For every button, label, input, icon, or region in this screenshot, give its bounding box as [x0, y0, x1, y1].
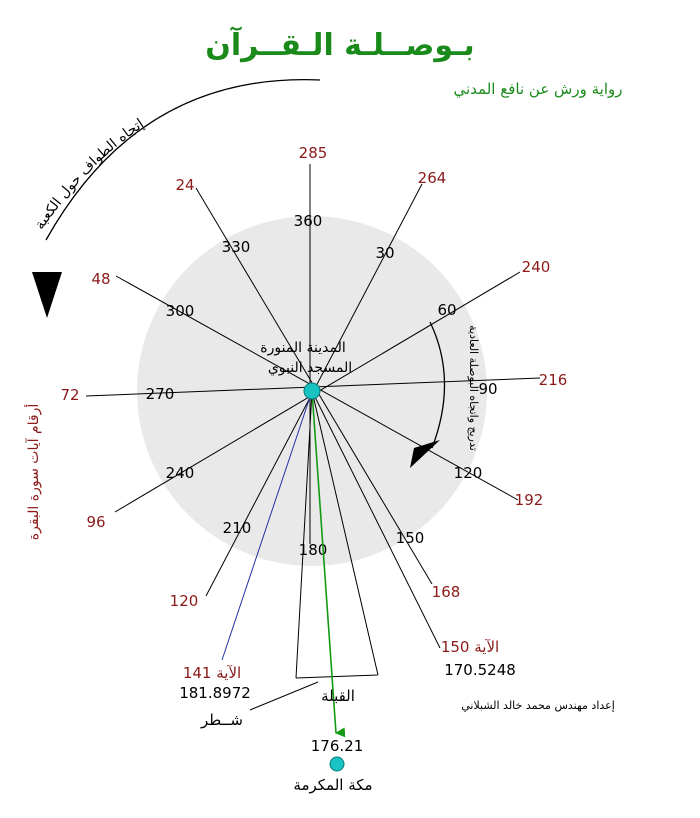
- shatr-pointer: [249, 681, 319, 711]
- bearing-label: 330: [222, 238, 251, 256]
- shatr-label: شــطر: [200, 711, 243, 729]
- verse-numbers-caption: أرقام آيات سورة البقرة: [24, 404, 42, 541]
- verse-number-label: 216: [539, 371, 568, 389]
- bearing-label: 30: [375, 244, 394, 262]
- mecca-label: مكة المكرمة: [293, 776, 372, 794]
- medina-label: المدينة المنورة: [260, 340, 345, 356]
- verse-number-label: 168: [432, 583, 461, 601]
- tawaf-direction-text: إتجاه الطواف حول الكعبة: [32, 116, 147, 233]
- verse-number-label: 48: [91, 270, 110, 288]
- compass-direction-caption: تدريج واتجاه البوصلة العادية: [467, 325, 480, 451]
- bearing-label: 300: [166, 302, 195, 320]
- verse-141-line: [221, 390, 313, 661]
- bearing-label: 210: [223, 519, 252, 537]
- right-verse-label: الآية 150: [441, 638, 499, 656]
- bearing-label: 90: [478, 380, 497, 398]
- verse-number-label: 264: [418, 169, 447, 187]
- bearing-labels: 360 30 60 90 120 150 180 210 240 270 300 330: [146, 212, 498, 559]
- medina-node: [303, 382, 321, 400]
- bearing-label: 120: [454, 464, 483, 482]
- verse-number-label: 96: [86, 513, 105, 531]
- tawaf-arrow-head: [32, 272, 62, 318]
- verse-number-label: 285: [299, 144, 328, 162]
- prophet-mosque-label: المسجد النبوي: [268, 360, 352, 376]
- verse-number-label: 120: [170, 592, 199, 610]
- qibla-label: القبلة: [321, 687, 355, 705]
- bearing-label: 240: [166, 464, 195, 482]
- tawaf-direction-label: إتجاه الطواف حول الكعبة: [32, 116, 147, 233]
- page-title: بـوصــلـة الـقــرآن: [205, 26, 474, 63]
- compass-direction-arrowhead: [410, 440, 440, 468]
- bearing-label: 180: [299, 541, 328, 559]
- right-verse-value: 170.5248: [444, 661, 516, 679]
- bearing-label: 270: [146, 385, 175, 403]
- bearing-label: 60: [437, 301, 456, 319]
- verse-number-label: 24: [175, 176, 194, 194]
- verse-number-label: 192: [515, 491, 544, 509]
- shatr-cone: [295, 390, 379, 679]
- page-subtitle: رواية ورش عن نافع المدني: [454, 80, 623, 99]
- qibla-bearing: 176.21: [311, 737, 364, 755]
- verse-labels: 285 264 240 216 192 168 120 96 72 48 24: [60, 144, 567, 610]
- tawaf-arrow-arc: [45, 78, 321, 241]
- left-verse-value: 181.8972: [179, 684, 251, 702]
- verse-150-line: [311, 390, 441, 649]
- compass-direction-arc: [429, 321, 446, 449]
- verse-number-label: 240: [522, 258, 551, 276]
- bearing-label: 360: [294, 212, 323, 230]
- verse-number-label: 72: [60, 386, 79, 404]
- qibla-line: [311, 390, 346, 738]
- bearing-label: 150: [396, 529, 425, 547]
- credit-text: إعداد مهندس محمد خالد الشبلاني: [461, 699, 615, 712]
- left-verse-label: الآية 141: [183, 664, 241, 682]
- mecca-node: [329, 756, 345, 772]
